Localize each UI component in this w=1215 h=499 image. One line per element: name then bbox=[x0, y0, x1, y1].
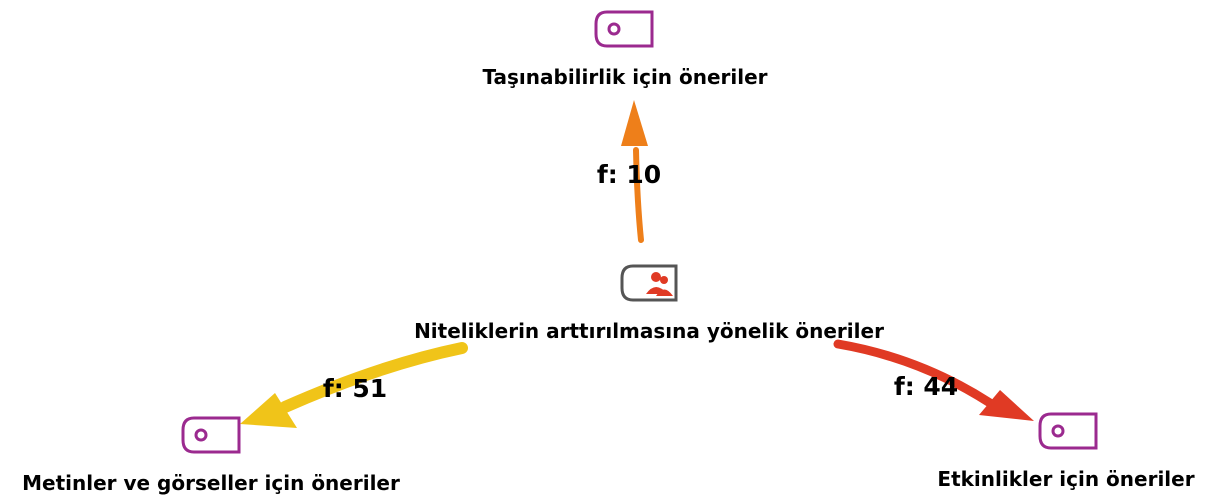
edge-to-top bbox=[621, 100, 648, 243]
edge-to-left-line bbox=[279, 342, 468, 413]
edge-to-left-arrowhead bbox=[240, 393, 297, 428]
user-group-card-icon bbox=[620, 264, 678, 302]
node-right[interactable]: Etkinlikler için öneriler bbox=[937, 412, 1195, 491]
node-top-label: Taşınabilirlik için öneriler bbox=[482, 65, 767, 89]
edge-to-right-line bbox=[833, 339, 995, 408]
edge-label-top: f: 10 bbox=[597, 160, 661, 189]
node-center[interactable]: Niteliklerin arttırılmasına yönelik öner… bbox=[414, 264, 884, 343]
edge-to-top-arrowhead bbox=[621, 100, 648, 146]
tag-icon bbox=[1038, 412, 1098, 450]
edge-label-right: f: 44 bbox=[894, 372, 958, 401]
node-top[interactable]: Taşınabilirlik için öneriler bbox=[482, 10, 768, 89]
tag-icon bbox=[181, 416, 241, 454]
edge-to-right-arrowhead bbox=[979, 390, 1034, 421]
edge-to-top-line bbox=[633, 147, 644, 243]
tag-icon bbox=[594, 10, 654, 48]
node-right-label: Etkinlikler için öneriler bbox=[937, 467, 1194, 491]
node-center-label: Niteliklerin arttırılmasına yönelik öner… bbox=[414, 319, 884, 343]
node-left[interactable]: Metinler ve görseller için öneriler bbox=[22, 416, 400, 495]
edge-to-left bbox=[240, 342, 468, 428]
edge-label-left: f: 51 bbox=[323, 374, 387, 403]
edge-to-right bbox=[833, 339, 1034, 421]
node-left-label: Metinler ve görseller için öneriler bbox=[22, 471, 400, 495]
